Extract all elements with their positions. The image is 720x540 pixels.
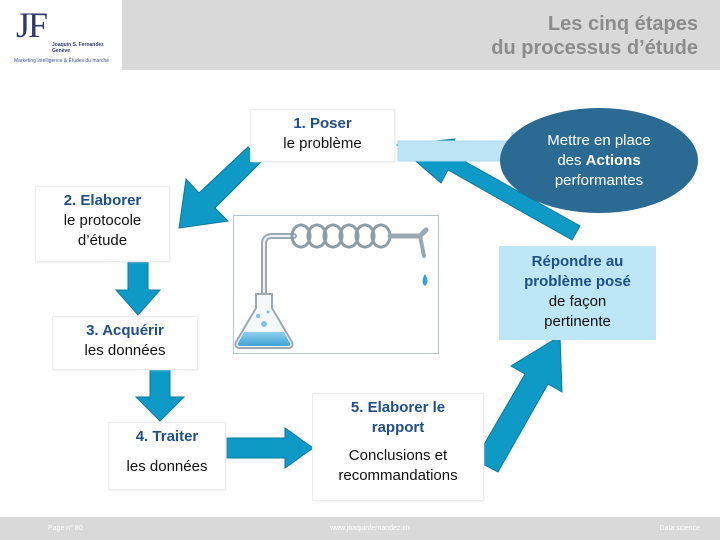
arrow-step3-to-step4 xyxy=(134,368,186,422)
title-line1: Les cinq étapes xyxy=(547,13,698,35)
step4-text: les données xyxy=(126,458,208,475)
page-title: Les cinq étapes du processus d’étude xyxy=(491,12,698,60)
step2-heading: 2. Elaborer xyxy=(63,192,142,209)
step2-text-line1: le protocole xyxy=(63,212,142,229)
flask-icon xyxy=(234,223,429,349)
logo-letters: JF xyxy=(16,5,48,45)
arrow-step1-to-step2 xyxy=(178,146,263,229)
actions-line3: performantes xyxy=(554,171,644,189)
step4-box: 4. Traiter les données xyxy=(109,423,225,489)
arrow-step4-to-step5 xyxy=(226,427,314,469)
actions-ellipse: Mettre en place des Actions performantes xyxy=(500,108,698,213)
step3-box: 3. Acquérir les données xyxy=(53,317,197,369)
step3-text: les données xyxy=(84,342,166,359)
arrow-step2-to-step3 xyxy=(114,261,162,316)
step4-heading: 4. Traiter xyxy=(135,428,199,445)
respond-text-line2: pertinente xyxy=(544,313,611,330)
lab-illustration xyxy=(233,215,439,354)
title-line2: du processus d’étude xyxy=(491,37,698,59)
respond-heading-line1: Répondre au xyxy=(531,253,624,270)
step5-box: 5. Elaborer le rapport Conclusions et re… xyxy=(313,394,483,500)
step2-box: 2. Elaborer le protocole d’étude xyxy=(36,187,169,261)
respond-box: Répondre au problème posé de façon perti… xyxy=(499,246,656,340)
step1-box: 1. Poser le problème xyxy=(251,110,394,161)
actions-line2-prefix: des xyxy=(557,151,586,169)
step1-heading: 1. Poser xyxy=(293,115,352,132)
actions-line2-bold: Actions xyxy=(585,151,641,169)
logo-tagline: Marketing intelligence & Études du march… xyxy=(14,58,110,64)
step5-heading-line1: 5. Elaborer le xyxy=(350,399,446,416)
header-bar: JF Joaquin S. Fernandez Genève Marketing… xyxy=(0,0,720,70)
respond-heading-line2: problème posé xyxy=(524,273,631,290)
step5-text-line1: Conclusions et xyxy=(348,447,448,464)
step2-text-line2: d’étude xyxy=(77,232,128,249)
step5-text-line2: recommandations xyxy=(338,467,458,484)
step5-heading-line2: rapport xyxy=(371,419,425,436)
footer-url[interactable]: www.joaquinfernandez.ch xyxy=(330,525,410,532)
respond-text-line1: de façon xyxy=(548,293,607,310)
logo-name-line1: Joaquin S. Fernandez xyxy=(52,42,104,48)
step3-heading: 3. Acquérir xyxy=(86,322,164,339)
logo-name: Joaquin S. Fernandez Genève xyxy=(52,42,104,54)
logo: JF Joaquin S. Fernandez Genève Marketing… xyxy=(0,0,122,70)
logo-name-line2: Genève xyxy=(52,48,71,54)
actions-line2: des Actions xyxy=(557,151,640,171)
footer-page-number: Page n° 80 xyxy=(48,525,83,532)
footer-bar: Page n° 80 www.joaquinfernandez.ch Data … xyxy=(0,517,720,540)
actions-line1: Mettre en place xyxy=(547,131,651,149)
step1-text: le problème xyxy=(283,135,362,152)
arrow-step5-to-respond xyxy=(474,335,563,473)
footer-section: Data science xyxy=(659,525,700,532)
